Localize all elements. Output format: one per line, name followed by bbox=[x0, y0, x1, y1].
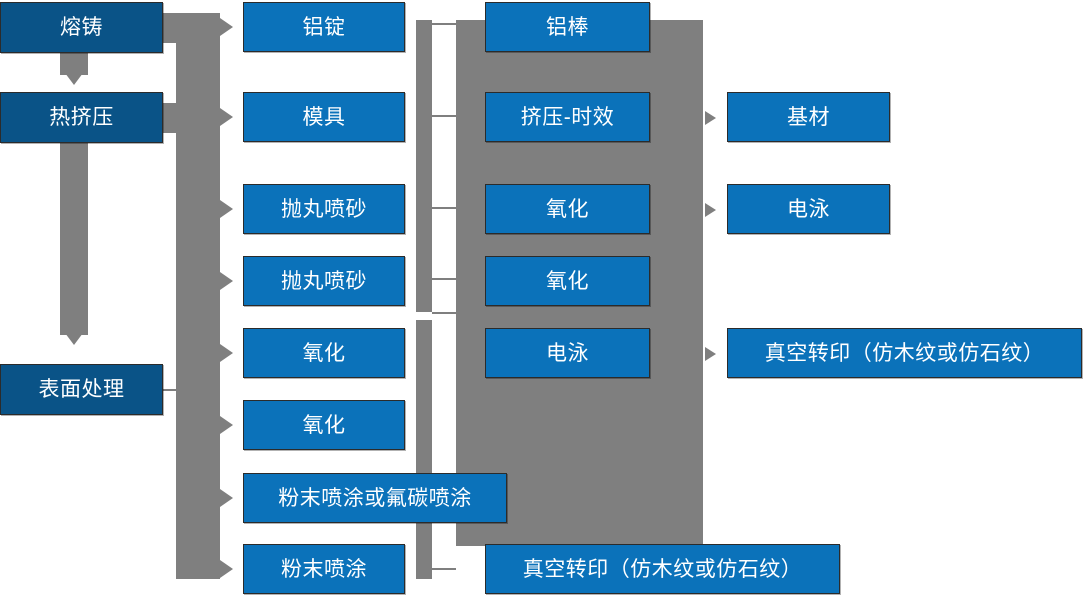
output-box-base-material[interactable]: 基材 bbox=[727, 92, 890, 142]
connector-arrow-step-3 bbox=[220, 200, 233, 218]
connector-arrow-step-8 bbox=[220, 560, 233, 578]
output-box-vacuum-transfer-print[interactable]: 真空转印（仿木纹或仿石纹） bbox=[727, 328, 1082, 378]
process-box-oxidation-1[interactable]: 氧化 bbox=[485, 184, 650, 234]
step-box-oxidation-2[interactable]: 氧化 bbox=[243, 400, 405, 450]
process-label: 氧化 bbox=[546, 197, 589, 221]
step-box-powder-or-fluorocarbon-coating[interactable]: 粉末喷涂或氟碳喷涂 bbox=[243, 473, 507, 523]
connector-arrow-step-5 bbox=[220, 344, 233, 362]
connector-stage-trunk-left-lower bbox=[60, 143, 88, 335]
step-label: 模具 bbox=[302, 105, 346, 129]
connector-arrow-out-1 bbox=[705, 111, 716, 125]
connector-arrow-out-2 bbox=[705, 203, 716, 217]
process-box-extrusion-aging[interactable]: 挤压-时效 bbox=[485, 92, 650, 142]
stage-label: 熔铸 bbox=[60, 16, 103, 39]
connector-middle-rail bbox=[416, 20, 432, 312]
connector-tick-6 bbox=[432, 568, 456, 570]
process-box-vacuum-transfer-print[interactable]: 真空转印（仿木纹或仿石纹） bbox=[485, 544, 840, 594]
step-box-shot-blasting-2[interactable]: 抛丸喷砂 bbox=[243, 256, 405, 306]
step-label: 氧化 bbox=[302, 341, 346, 365]
connector-arrow-out-3 bbox=[705, 347, 716, 361]
step-label: 粉末喷涂 bbox=[281, 557, 367, 581]
connector-arrow-step-1 bbox=[220, 18, 233, 36]
step-label: 铝锭 bbox=[302, 15, 346, 39]
connector-arrow-step-2 bbox=[220, 108, 233, 126]
output-label: 基材 bbox=[787, 105, 830, 129]
process-box-electrophoresis[interactable]: 电泳 bbox=[485, 328, 650, 378]
step-box-shot-blasting-1[interactable]: 抛丸喷砂 bbox=[243, 184, 405, 234]
step-box-mould[interactable]: 模具 bbox=[243, 92, 405, 142]
process-label: 挤压-时效 bbox=[520, 105, 615, 129]
connector-tick-5 bbox=[432, 312, 456, 314]
step-box-oxidation-1[interactable]: 氧化 bbox=[243, 328, 405, 378]
connector-middle-rail-lower bbox=[416, 320, 432, 579]
connector-tick-1 bbox=[432, 23, 456, 25]
connector-arrow-down-stage2 bbox=[65, 73, 83, 85]
connector-arrow-step-6 bbox=[220, 416, 233, 434]
step-label: 抛丸喷砂 bbox=[281, 197, 367, 221]
process-label: 电泳 bbox=[546, 341, 589, 365]
connector-tick-4 bbox=[432, 278, 456, 280]
stage-box-surface-treatment[interactable]: 表面处理 bbox=[0, 364, 163, 415]
process-label: 氧化 bbox=[546, 269, 589, 293]
step-box-powder-coating[interactable]: 粉末喷涂 bbox=[243, 544, 405, 594]
step-label: 氧化 bbox=[302, 413, 346, 437]
output-label: 真空转印（仿木纹或仿石纹） bbox=[764, 341, 1045, 365]
output-label: 电泳 bbox=[787, 197, 830, 221]
connector-arrow-step-4 bbox=[220, 272, 233, 290]
process-box-aluminium-bar[interactable]: 铝棒 bbox=[485, 2, 650, 52]
process-label: 真空转印（仿木纹或仿石纹） bbox=[522, 557, 803, 581]
stage-box-melting[interactable]: 熔铸 bbox=[0, 2, 163, 53]
connector-arrow-step-7 bbox=[220, 489, 233, 507]
process-label: 铝棒 bbox=[546, 15, 589, 39]
process-box-oxidation-2[interactable]: 氧化 bbox=[485, 256, 650, 306]
stage-label: 热挤压 bbox=[49, 106, 114, 129]
connector-fan-bar-column2 bbox=[176, 13, 220, 579]
connector-arrow-down-stage3 bbox=[65, 333, 83, 345]
step-label: 抛丸喷砂 bbox=[281, 269, 367, 293]
step-box-aluminium-ingot[interactable]: 铝锭 bbox=[243, 2, 405, 52]
output-box-electrophoresis[interactable]: 电泳 bbox=[727, 184, 890, 234]
connector-tick-3 bbox=[432, 207, 456, 209]
stage-box-extrusion[interactable]: 热挤压 bbox=[0, 92, 163, 143]
connector-tick-2 bbox=[432, 115, 456, 117]
step-label: 粉末喷涂或氟碳喷涂 bbox=[278, 486, 472, 510]
stage-label: 表面处理 bbox=[38, 378, 125, 401]
